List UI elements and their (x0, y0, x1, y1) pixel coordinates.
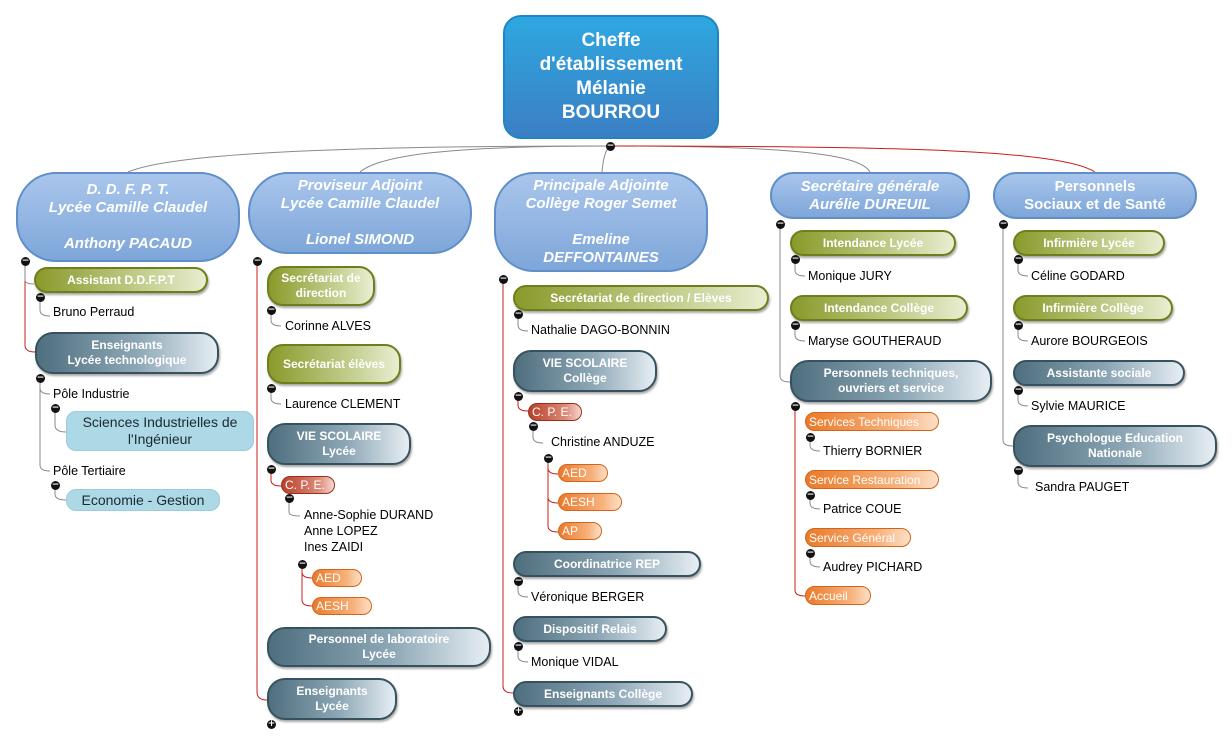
collapse-icon[interactable]: − (499, 274, 508, 284)
collapse-icon[interactable]: − (298, 559, 307, 569)
node-infirmiere-lycee[interactable]: Infirmière Lycée (1013, 230, 1165, 256)
collapse-icon[interactable]: − (806, 490, 815, 500)
person-name: Audrey PICHARD (823, 560, 923, 574)
node-enseignants-college[interactable]: Enseignants Collège (513, 681, 693, 707)
collapse-icon[interactable]: − (36, 373, 45, 383)
header-ddfpt[interactable]: D. D. F. P. T. Lycée Camille Claudel Ant… (16, 172, 240, 262)
node-services-techniques[interactable]: Services Techniques (805, 412, 939, 431)
node-coordinatrice-rep[interactable]: Coordinatrice REP (513, 551, 701, 577)
collapse-icon[interactable]: − (806, 432, 815, 442)
collapse-icon[interactable]: − (606, 141, 615, 151)
person-name: Aurore BOURGEOIS (1031, 334, 1148, 348)
collapse-icon[interactable]: − (267, 464, 276, 474)
node-assistante-sociale[interactable]: Assistante sociale (1013, 360, 1185, 386)
node-cpe-lycee[interactable]: C. P. E. (281, 476, 335, 494)
person-name: Nathalie DAGO-BONNIN (531, 323, 670, 337)
person-name: Monique JURY (808, 269, 892, 283)
collapse-icon[interactable]: − (267, 305, 276, 315)
person-name: Céline GODARD (1031, 269, 1125, 283)
person-name: Sandra PAUGET (1035, 480, 1130, 494)
person-name: Patrice COUE (823, 502, 902, 516)
collapse-icon[interactable]: − (544, 453, 553, 463)
collapse-icon[interactable]: − (529, 421, 538, 431)
node-secretariat-eleves[interactable]: Secrétariat élèves (267, 344, 401, 384)
collapse-icon[interactable]: − (1014, 254, 1023, 264)
node-dispositif-relais[interactable]: Dispositif Relais (513, 616, 667, 642)
node-secretariat-college[interactable]: Secrétariat de direction / Elèves (513, 285, 769, 311)
node-aesh-college[interactable]: AESH (558, 493, 622, 511)
collapse-icon[interactable]: − (999, 219, 1008, 229)
collapse-icon[interactable]: − (1014, 465, 1023, 475)
collapse-icon[interactable]: − (21, 256, 30, 266)
person-name: Véronique BERGER (531, 590, 645, 604)
node-accueil[interactable]: Accueil (805, 586, 871, 605)
node-aesh-lycee[interactable]: AESH (312, 597, 372, 615)
topic-sii[interactable]: Sciences Industrielles de l'Ingénieur (66, 411, 254, 451)
collapse-icon[interactable]: − (51, 403, 60, 413)
collapse-icon[interactable]: − (514, 576, 523, 586)
node-vie-scolaire-lycee[interactable]: VIE SCOLAIRE Lycée (267, 423, 411, 465)
node-intendance-lycee[interactable]: Intendance Lycée (790, 230, 956, 256)
expand-icon[interactable]: + (514, 706, 523, 716)
node-intendance-college[interactable]: Intendance Collège (790, 295, 968, 321)
node-cpe-college[interactable]: C. P. E. (528, 403, 582, 421)
collapse-icon[interactable]: − (514, 641, 523, 651)
person-name: Thierry BORNIER (823, 444, 923, 458)
person-name: Monique VIDAL (531, 655, 619, 669)
node-assistant-ddfpt[interactable]: Assistant D.D.F.P.T (34, 267, 208, 293)
node-aed-college[interactable]: AED (558, 464, 608, 482)
pole-industrie: Pôle Industrie (53, 387, 130, 401)
node-service-general[interactable]: Service Général (805, 528, 911, 547)
header-principale-adjointe[interactable]: Principale Adjointe Collège Roger Semet … (494, 172, 708, 272)
header-proviseur-adjoint[interactable]: Proviseur Adjoint Lycée Camille Claudel … (248, 172, 472, 254)
collapse-icon[interactable]: − (776, 219, 785, 229)
node-ap-college[interactable]: AP (558, 522, 602, 540)
root-node[interactable]: Cheffe d'établissement Mélanie BOURROU (503, 15, 719, 139)
collapse-icon[interactable]: − (285, 493, 294, 503)
node-service-restauration[interactable]: Service Restauration (805, 470, 939, 489)
collapse-icon[interactable]: − (791, 254, 800, 264)
collapse-icon[interactable]: − (36, 292, 45, 302)
collapse-icon[interactable]: − (806, 548, 815, 558)
person-name: Bruno Perraud (53, 305, 135, 319)
collapse-icon[interactable]: − (1014, 320, 1023, 330)
person-name: Laurence CLEMENT (285, 397, 401, 411)
node-personnel-laboratoire[interactable]: Personnel de laboratoire Lycée (267, 627, 491, 667)
collapse-icon[interactable]: − (791, 320, 800, 330)
node-aed-lycee[interactable]: AED (312, 569, 362, 587)
node-psychologue[interactable]: Psychologue Education Nationale (1013, 425, 1217, 467)
node-personnels-techniques[interactable]: Personnels techniques, ouvriers et servi… (790, 360, 992, 402)
pole-tertiaire: Pôle Tertiaire (53, 464, 126, 478)
node-enseignants-lycee[interactable]: Enseignants Lycée (267, 678, 397, 720)
header-personnels-sociaux-sante[interactable]: Personnels Sociaux et de Santé (993, 172, 1197, 219)
expand-icon[interactable]: + (267, 719, 276, 729)
topic-economie-gestion[interactable]: Economie - Gestion (66, 489, 220, 511)
cpe-names: Anne-Sophie DURAND Anne LOPEZ Ines ZAIDI (304, 508, 434, 554)
collapse-icon[interactable]: − (791, 401, 800, 411)
collapse-icon[interactable]: − (253, 256, 262, 266)
person-name: Corinne ALVES (285, 319, 371, 333)
collapse-icon[interactable]: − (514, 309, 523, 319)
node-vie-scolaire-college[interactable]: VIE SCOLAIRE Collège (513, 350, 657, 392)
collapse-icon[interactable]: − (514, 391, 523, 401)
header-secretaire-generale[interactable]: Secrétaire générale Aurélie DUREUIL (770, 172, 970, 219)
person-name: Maryse GOUTHERAUD (808, 334, 942, 348)
node-infirmiere-college[interactable]: Infirmière Collège (1013, 295, 1173, 321)
node-secretariat-direction[interactable]: Secrétariat de direction (267, 266, 375, 306)
person-name: Christine ANDUZE (551, 435, 655, 449)
collapse-icon[interactable]: − (51, 480, 60, 490)
collapse-icon[interactable]: − (1014, 385, 1023, 395)
collapse-icon[interactable]: − (267, 383, 276, 393)
node-enseignants-lycee-techno[interactable]: Enseignants Lycée technologique (35, 332, 219, 374)
person-name: Sylvie MAURICE (1031, 399, 1126, 413)
